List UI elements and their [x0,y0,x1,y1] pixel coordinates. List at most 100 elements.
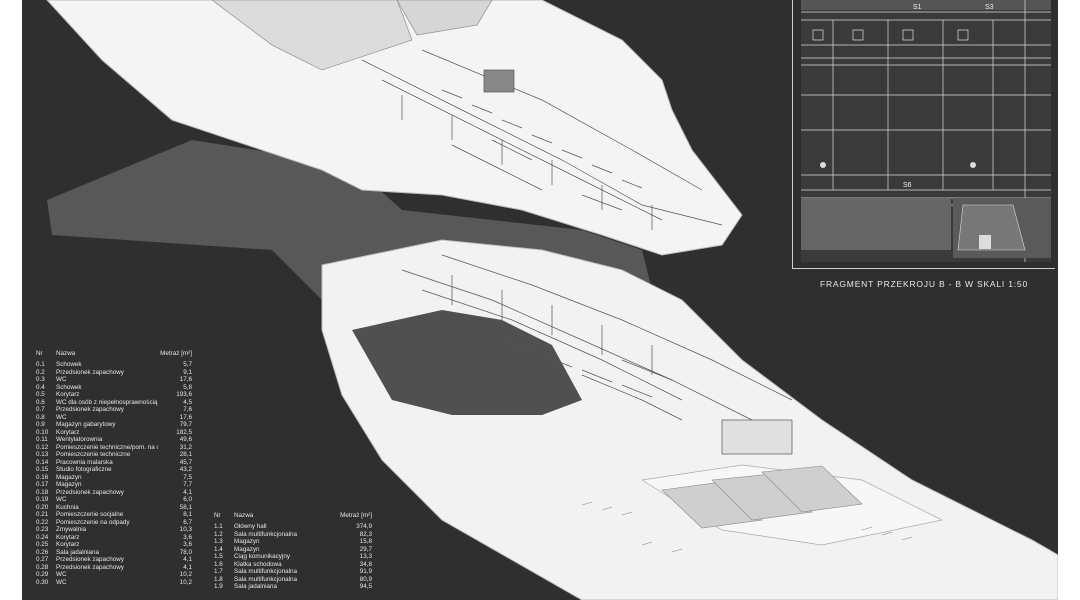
cell-nr: 0.15 [36,466,49,473]
upper-floor-walls [361,49,723,230]
cell-area: 78,0 [179,548,192,556]
cell-nr: 1.2 [214,530,223,538]
cell-nr: 0.30 [36,578,49,586]
cell-area: 7,6 [183,406,192,413]
cell-area: 182,5 [176,428,192,436]
cell-nr: 0.22 [36,518,49,526]
cell-area: 28,1 [179,451,192,458]
cell-area: 4,1 [183,556,192,563]
cell-area: 79,7 [179,421,192,428]
cell-name: Korytarz [56,541,80,548]
cell-area: 5,7 [183,361,192,368]
cell-area: 15,8 [359,538,372,545]
cell-nr: 0.3 [36,376,45,383]
header-name: Nazwa [234,512,254,519]
cell-nr: 0.16 [36,473,49,481]
lower-dark-void [352,310,582,415]
label-s3: S3 [985,4,994,11]
poster-board: S1 S3 S6 FRAGMENT PRZEKROJU B - B W SKAL… [22,0,1058,600]
cell-area: 7,5 [183,473,192,481]
table-row: 0.27 Przedsionek zapachowy 4,1 [36,556,192,564]
cell-area: 4,1 [183,563,192,571]
cell-area: 3,6 [183,541,192,548]
cell-name: Sala multifunkcjonalna [234,530,298,538]
label-s6: S6 [903,182,912,189]
cell-nr: 0.14 [36,458,49,466]
cell-name: Główny hall [234,523,267,530]
cell-area: 43,2 [179,466,192,473]
cell-nr: 0.18 [36,488,49,496]
cell-nr: 1.1 [214,523,223,530]
cell-area: 6,7 [183,518,192,526]
cell-area: 4,5 [183,398,192,406]
cell-name: Ciąg komunikacyjny [234,553,290,560]
lower-floor-walls [401,254,793,455]
cell-area: 80,9 [359,575,372,583]
cell-name: Pomieszczenie na odpady [56,518,130,526]
cell-nr: 0.5 [36,391,45,398]
room-table-ground: Nr Nazwa Metraż [m²] 1.1 Główny hall 374,9… [214,512,372,591]
cell-name: Klatka schodowa [234,560,282,568]
cell-nr: 0.28 [36,563,49,571]
section-caption: FRAGMENT PRZEKROJU B - B W SKALI 1:50 [820,279,1028,289]
cell-name: Sala multifunkcjonalna [234,575,298,583]
cell-name: Kuchnia [56,503,79,511]
cell-nr: 0.23 [36,526,49,533]
cell-nr: 0.19 [36,496,49,503]
cell-name: Schowek [56,361,82,368]
header-nr: Nr [36,350,43,357]
table-row: 0.30 WC 10,2 [36,579,192,587]
cell-name: Pomieszczenie socjalne [56,511,124,518]
axonometric-drawing [46,0,1058,600]
cell-area: 94,5 [359,583,372,590]
cell-name: Sala multifunkcjonalna [234,568,298,575]
cell-area: 45,7 [179,458,192,466]
header-area: Metraż [m²] [160,350,192,357]
cell-nr: 0.7 [36,406,45,413]
cell-nr: 0.12 [36,443,49,451]
cell-name: WC dla osób z niepełnosprawnością [56,398,158,406]
cell-nr: 0.21 [36,511,49,518]
cell-nr: 1.8 [214,575,223,583]
cell-nr: 0.10 [36,428,49,436]
cell-area: 374,9 [356,523,372,530]
cell-area: 34,8 [359,560,372,568]
cell-area: 8,1 [183,511,192,518]
cell-name: Sala jadalniana [234,583,278,590]
cell-area: 17,6 [179,413,192,421]
cell-name: Korytarz [56,533,80,541]
label-s1: S1 [913,4,922,11]
cell-area: 10,2 [179,578,192,586]
cell-name: WC [56,376,67,383]
table-row: 0.22 Pomieszczenie na odpady 6,7 [36,519,192,527]
header-nr: Nr [214,512,221,519]
cell-area: 9,1 [183,368,192,376]
section-detail: S1 S3 S6 [792,0,1055,269]
cell-name: Korytarz [56,391,80,398]
cell-name: Przedsionek zapachowy [56,406,124,413]
cell-name: WC [56,496,67,503]
table-row: 1.8 Sala multifunkcjonalna 80,9 [214,576,372,584]
cell-area: 29,7 [359,545,372,553]
cell-name: Przedsionek zapachowy [56,556,124,563]
cell-name: WC [56,578,67,586]
cell-name: Magazyn [56,473,82,481]
cell-nr: 0.27 [36,556,49,563]
header-area: Metraż [m²] [340,512,372,519]
